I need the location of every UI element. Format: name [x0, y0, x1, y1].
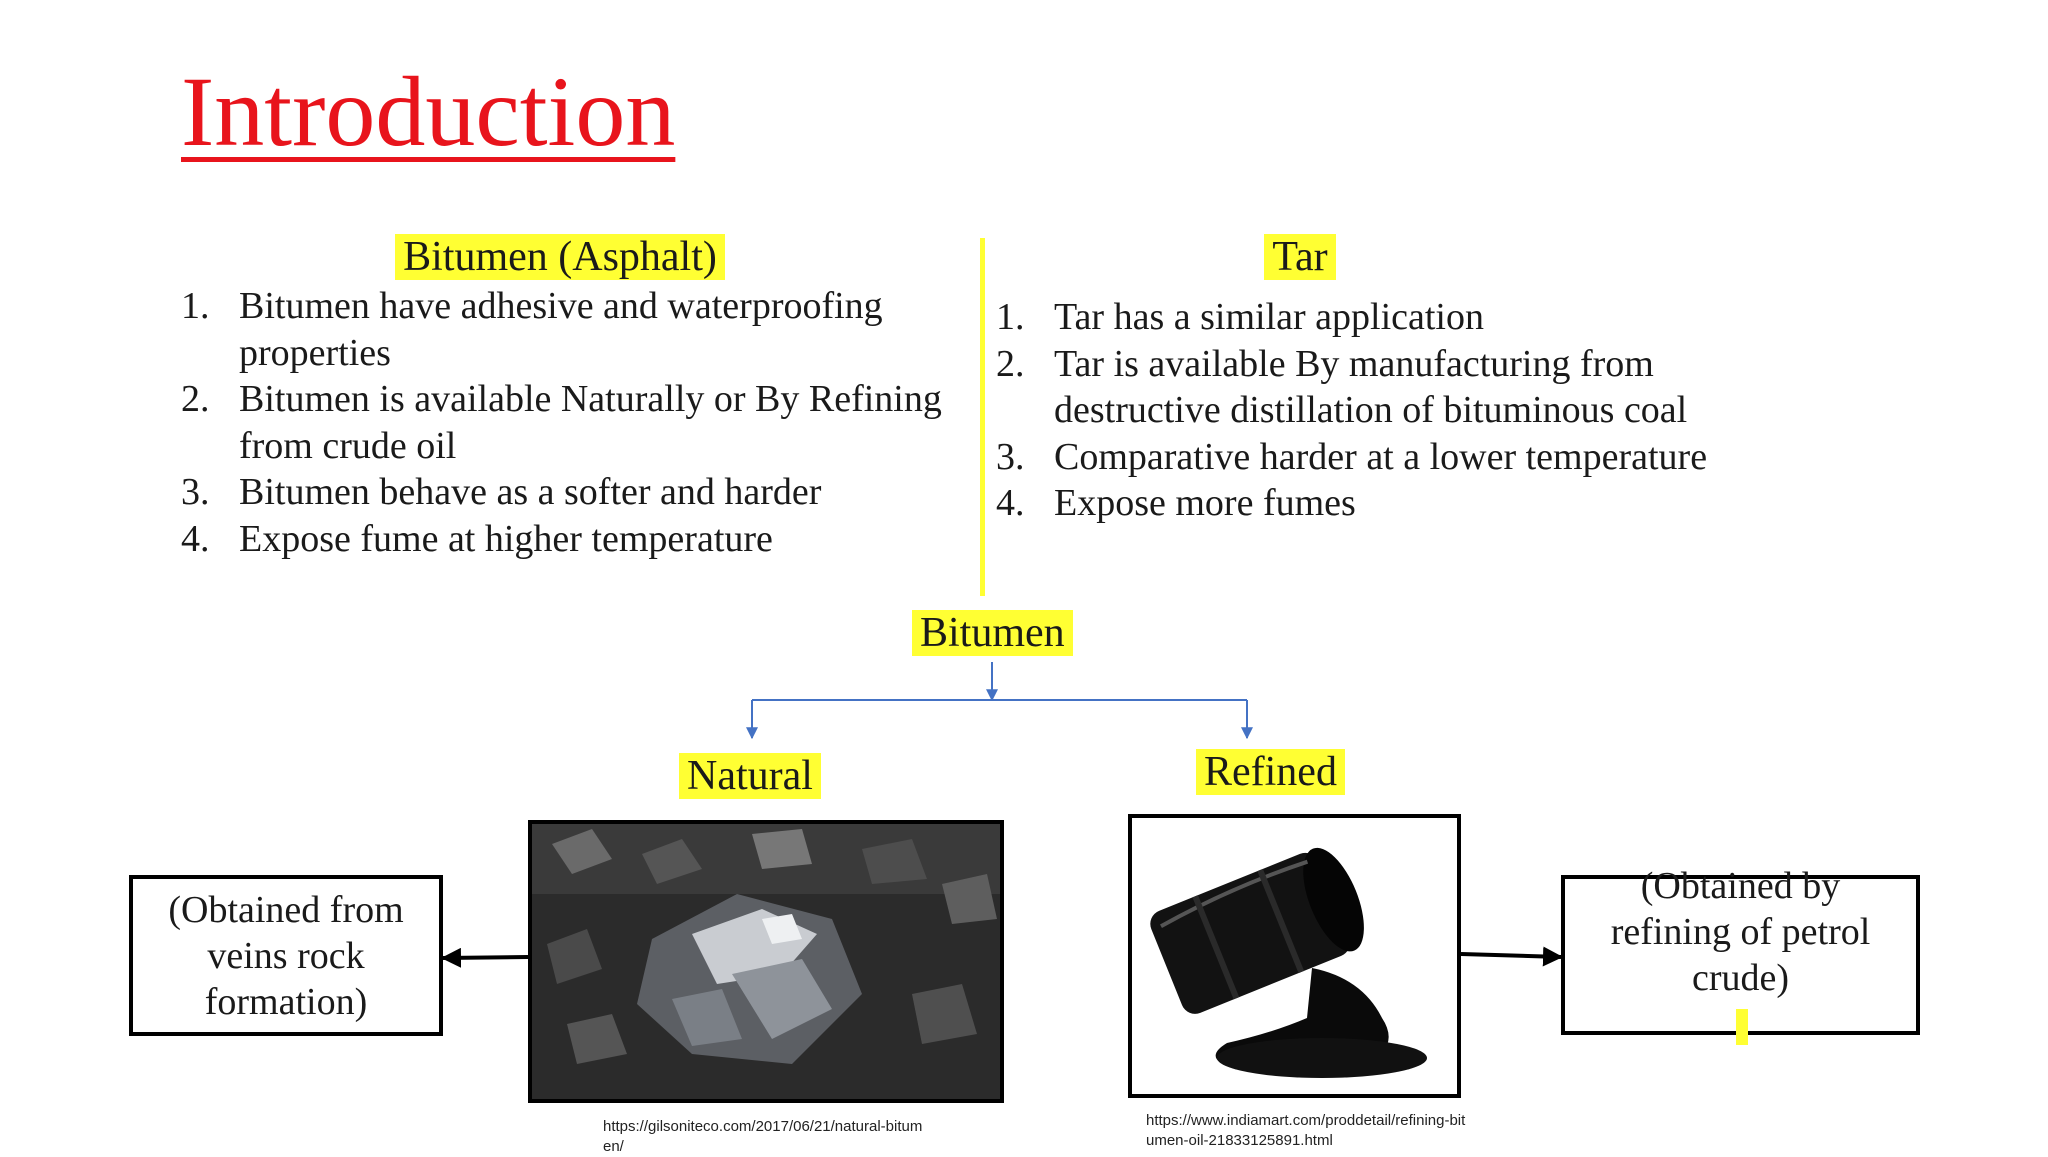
refined-note-arrow	[1460, 946, 1563, 967]
natural-note-box: (Obtained from veins rock formation)	[129, 875, 443, 1036]
tar-heading: Tar	[1200, 232, 1400, 282]
bitumen-heading: Bitumen (Asphalt)	[380, 232, 740, 282]
refined-note-box: (Obtained by refining of petrol crude)	[1561, 865, 1920, 1046]
natural-note-arrow	[441, 947, 529, 968]
natural-bitumen-image	[528, 820, 1004, 1103]
list-item: 2.Bitumen is available Naturally or By R…	[181, 378, 942, 467]
list-item: 1.Bitumen have adhesive and waterproofin…	[181, 285, 883, 374]
diagram-root-bitumen: Bitumen	[912, 608, 1073, 658]
list-item: 1.Tar has a similar application	[996, 296, 1484, 338]
refined-bitumen-image	[1128, 814, 1461, 1098]
list-item: 4.Expose more fumes	[996, 482, 1356, 524]
list-item: 2.Tar is available By manufacturing from…	[996, 342, 1688, 432]
diagram-node-refined: Refined	[1196, 747, 1345, 797]
list-item: 3.Bitumen behave as a softer and harder	[181, 471, 822, 513]
tar-points-list: 1.Tar has a similar application 2.Tar is…	[996, 294, 1796, 527]
bitumen-points-list: 1.Bitumen have adhesive and waterproofin…	[181, 283, 971, 562]
slide-title: Introduction	[181, 56, 676, 167]
list-item: 3.Comparative harder at a lower temperat…	[996, 435, 1708, 478]
diagram-node-natural: Natural	[679, 751, 821, 801]
list-item: 4.Expose fume at higher temperature	[181, 517, 773, 560]
refined-image-source[interactable]: https://www.indiamart.com/proddetail/ref…	[1146, 1112, 1466, 1149]
natural-image-source[interactable]: https://gilsoniteco.com/2017/06/21/natur…	[603, 1118, 923, 1155]
column-divider	[980, 238, 985, 596]
